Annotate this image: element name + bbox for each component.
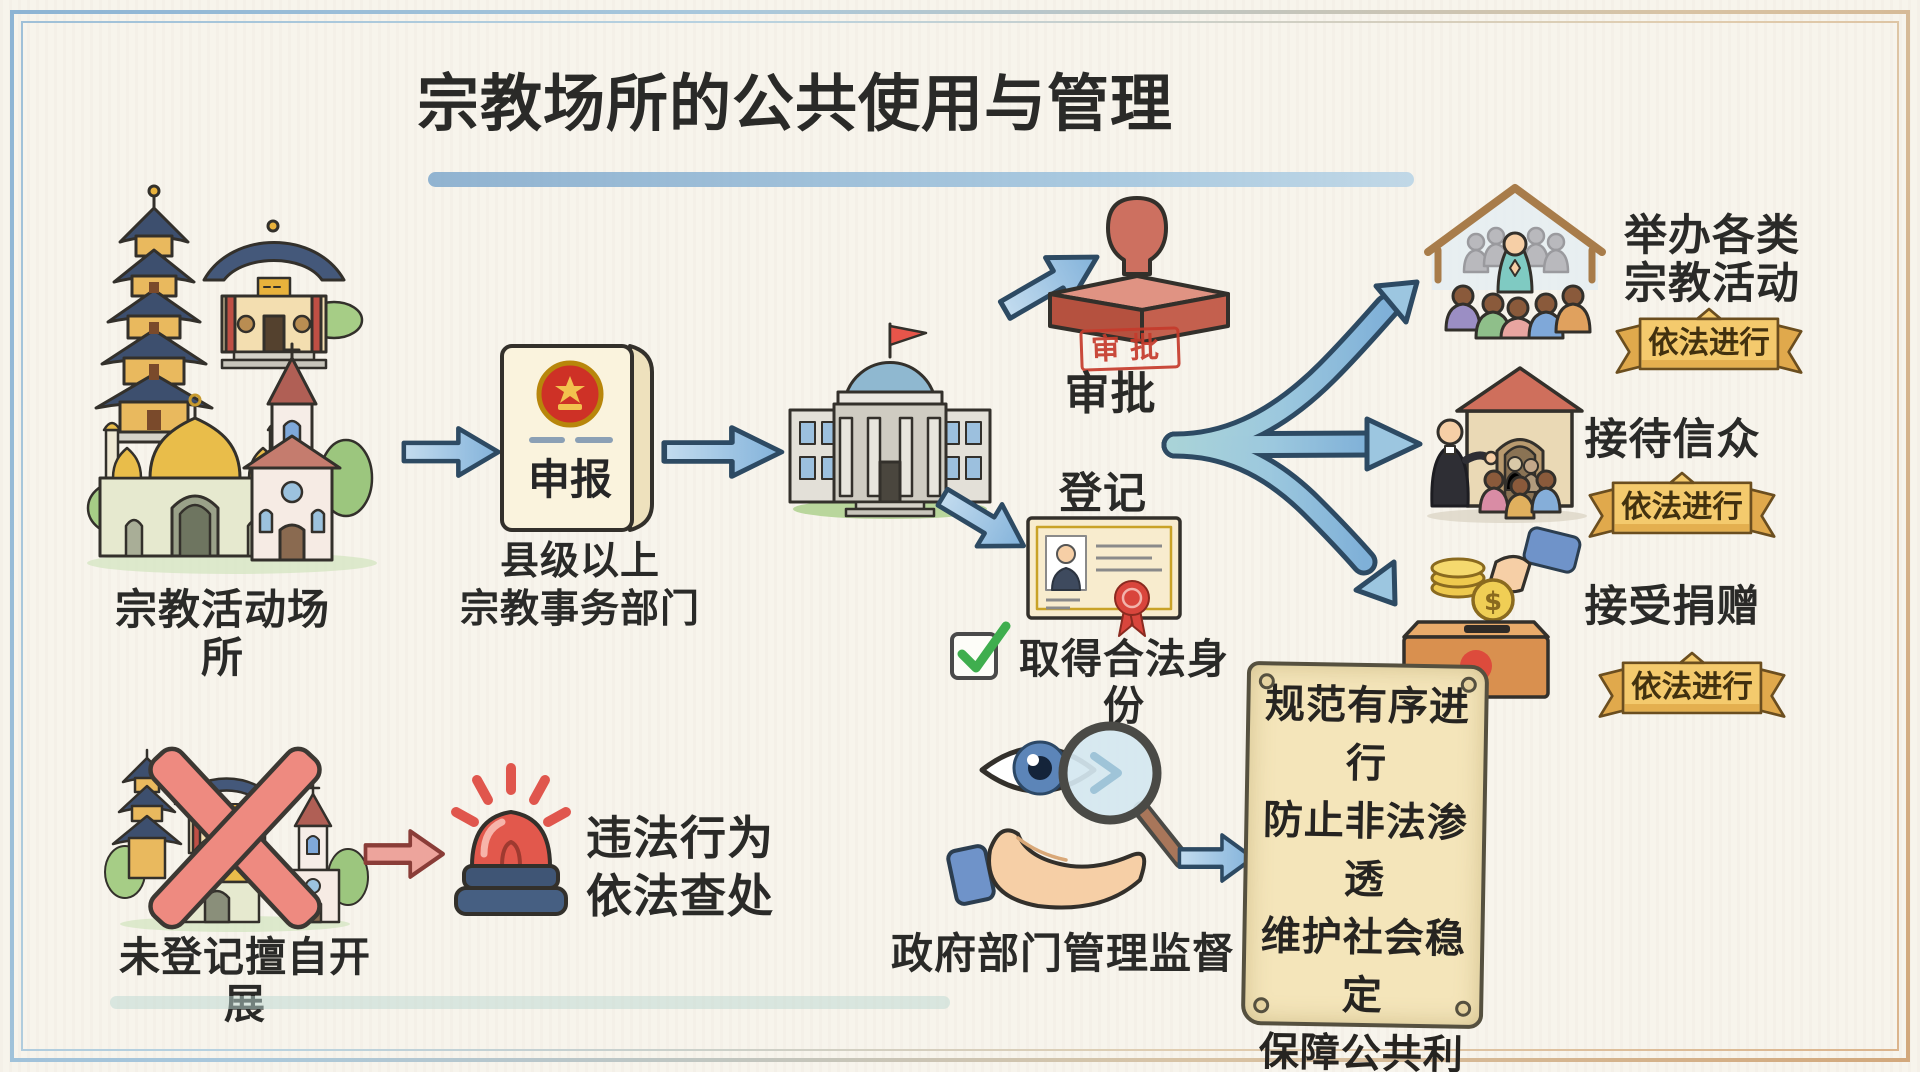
venues-label: 宗教活动场所 (114, 585, 330, 683)
red-cross-out-icon (148, 746, 322, 930)
registration-certificate-icon (1026, 516, 1182, 637)
badge-lawful-2: 依法进行 (1588, 471, 1776, 538)
violation-line2: 依法查处 (586, 869, 774, 923)
temple-icon (202, 219, 346, 370)
badge-lawful-1: 依法进行 (1615, 307, 1803, 374)
supervision-icon (946, 721, 1191, 910)
rosette-icon (1114, 580, 1150, 637)
principle-1: 规范有序进行 (1264, 681, 1471, 788)
principle-3: 维护社会稳定 (1260, 913, 1467, 1020)
badge-lawful-1-text: 依法进行 (1648, 326, 1770, 361)
principle-4: 保障公共利益 (1258, 1029, 1465, 1072)
watercolor-ground-wash (110, 996, 950, 1009)
title-underline (428, 172, 1414, 187)
outcome-donations-label: 接受捐赠 (1584, 582, 1761, 632)
church-icon (242, 342, 342, 562)
alarm-siren-icon (451, 763, 571, 916)
arrow-to-registration (935, 486, 1027, 549)
svg-text:$: $ (1484, 587, 1502, 617)
authority-line2: 宗教事务部门 (459, 587, 700, 632)
prayer-leader-icon (1496, 231, 1534, 294)
fork-arrows (1161, 279, 1423, 607)
flow-arrow-2 (661, 425, 785, 479)
supervision-arrow (1177, 833, 1255, 883)
principle-2: 防止非法渗透 (1262, 797, 1469, 904)
approval-label: 审批 (1064, 367, 1157, 420)
priest-icon (1430, 418, 1499, 508)
violation-line1: 违法行为 (586, 811, 774, 865)
open-hand-icon (946, 828, 1147, 910)
magnifier-icon (1058, 721, 1191, 869)
badge-lawful-3: 依法进行 (1598, 651, 1786, 718)
outcome-believers-label: 接待信众 (1584, 415, 1761, 465)
coins-icon (1430, 557, 1486, 599)
supervision-label: 政府部门管理监督 (890, 929, 1235, 978)
badge-lawful-3-text: 依法进行 (1631, 670, 1753, 705)
page-title: 宗教场所的公共使用与管理 (416, 67, 1173, 140)
declaration-scroll: 申报 (500, 344, 654, 532)
registration-label: 登记 (1059, 469, 1147, 519)
government-building-icon (788, 322, 992, 519)
legal-status-label: 取得合法身份 (1019, 635, 1229, 731)
authority-line1: 县级以上 (499, 539, 660, 584)
approval-stamp-icon (1048, 196, 1230, 344)
outcome-activities-line2: 宗教活动 (1624, 259, 1800, 309)
arrow-to-approval (997, 254, 1100, 321)
violation-arrow (363, 829, 445, 879)
national-emblem-icon (536, 360, 604, 428)
unregistered-label: 未登记擅自开展 (119, 933, 371, 1027)
outcome-activities-line1: 举办各类 (1624, 211, 1800, 261)
pagoda-icon (94, 184, 214, 444)
worship-gathering-icon (1424, 184, 1606, 340)
receiving-believers-icon (1427, 366, 1587, 523)
principles-parchment: 规范有序进行 防止非法渗透 维护社会稳定 保障公共利益 (1240, 660, 1490, 1072)
flow-arrow-1 (401, 426, 501, 478)
checkmark-icon (957, 621, 1011, 673)
religious-venues-illustration (86, 184, 377, 574)
mini-church-icon (285, 780, 341, 924)
giving-hand-icon: $ (1471, 526, 1582, 622)
unregistered-venues-icon (104, 746, 369, 932)
badge-lawful-2-text: 依法进行 (1621, 490, 1743, 525)
scroll-title-text: 申报 (528, 455, 612, 504)
